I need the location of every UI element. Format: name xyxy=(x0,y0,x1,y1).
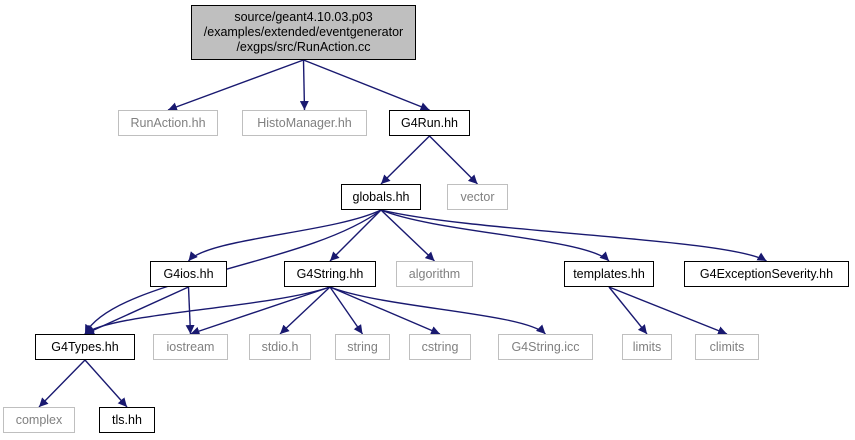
edge-g4run-hh-to-globals-hh xyxy=(380,135,430,185)
node-label: /examples/extended/eventgenerator xyxy=(203,25,404,39)
node-label: G4ExceptionSeverity.hh xyxy=(699,266,834,281)
edge-root-to-runaction-hh xyxy=(167,59,304,112)
node-stdio-h: stdio.h xyxy=(249,334,311,360)
node-label: source/geant4.10.03.p03 xyxy=(234,10,373,24)
node-label: G4String.hh xyxy=(296,266,364,281)
edge-g4types-hh-to-tls-hh xyxy=(84,359,128,408)
node-tls-hh[interactable]: tls.hh xyxy=(99,407,155,433)
edge-g4string-hh-to-string xyxy=(329,286,364,335)
node-label: tls.hh xyxy=(112,412,142,427)
node-algorithm: algorithm xyxy=(396,261,473,287)
node-g4run-hh[interactable]: G4Run.hh xyxy=(389,110,470,136)
node-label: RunAction.hh xyxy=(130,115,206,130)
edge-g4run-hh-to-vector xyxy=(429,135,478,185)
node-label: G4Types.hh xyxy=(51,339,119,354)
node-g4exceptionseverity-hh[interactable]: G4ExceptionSeverity.hh xyxy=(684,261,849,287)
node-g4string-icc: G4String.icc xyxy=(498,334,593,360)
node-label: cstring xyxy=(421,339,459,354)
node-label: algorithm xyxy=(408,266,461,281)
edge-templates-hh-to-climits xyxy=(608,286,728,335)
edge-templates-hh-to-limits xyxy=(608,286,648,335)
edge-g4string-hh-to-iostream xyxy=(190,286,331,336)
node-string: string xyxy=(335,334,390,360)
edge-globals-hh-to-templates-hh xyxy=(380,209,610,262)
edge-root-to-histomanager-hh xyxy=(299,59,309,111)
node-label: complex xyxy=(15,412,63,427)
node-histomanager-hh: HistoManager.hh xyxy=(242,110,367,136)
edge-g4types-hh-to-complex xyxy=(38,359,86,408)
node-g4string-hh[interactable]: G4String.hh xyxy=(284,261,376,287)
node-runaction-hh: RunAction.hh xyxy=(118,110,218,136)
node-label: globals.hh xyxy=(352,189,410,204)
edge-globals-hh-to-g4string-hh xyxy=(329,209,382,262)
node-complex: complex xyxy=(3,407,75,433)
edge-root-to-g4run-hh xyxy=(303,59,430,111)
node-vector: vector xyxy=(447,184,508,210)
edge-g4string-hh-to-cstring xyxy=(329,286,441,335)
node-climits: climits xyxy=(695,334,759,360)
node-label: G4Run.hh xyxy=(401,115,458,130)
node-label: G4String.icc xyxy=(511,339,580,354)
edge-globals-hh-to-g4ios-hh xyxy=(187,209,382,262)
node-label: HistoManager.hh xyxy=(257,115,352,130)
node-cstring: cstring xyxy=(409,334,471,360)
edge-g4string-hh-to-g4types-hh xyxy=(84,286,331,335)
node-g4types-hh[interactable]: G4Types.hh xyxy=(35,334,135,360)
node-globals-hh[interactable]: globals.hh xyxy=(341,184,421,210)
node-g4ios-hh[interactable]: G4ios.hh xyxy=(150,261,227,287)
edge-globals-hh-to-algorithm xyxy=(380,209,435,262)
node-limits: limits xyxy=(622,334,672,360)
edge-g4string-hh-to-stdio-h xyxy=(279,286,331,335)
node-label: string xyxy=(347,339,378,354)
edge-globals-hh-to-g4exceptionseverity-hh xyxy=(380,209,767,262)
node-templates-hh[interactable]: templates.hh xyxy=(564,261,654,287)
node-label: G4ios.hh xyxy=(163,266,214,281)
node-label: stdio.h xyxy=(261,339,299,354)
node-label: climits xyxy=(709,339,745,354)
node-label: vector xyxy=(460,189,495,204)
node-label: /exgps/src/RunAction.cc xyxy=(236,40,371,54)
node-iostream: iostream xyxy=(153,334,228,360)
node-label: iostream xyxy=(166,339,215,354)
node-label: limits xyxy=(632,339,662,354)
node-label: templates.hh xyxy=(573,266,645,281)
edge-g4string-hh-to-g4string-icc xyxy=(329,286,546,335)
node-root[interactable]: source/geant4.10.03.p03/examples/extende… xyxy=(191,5,416,60)
